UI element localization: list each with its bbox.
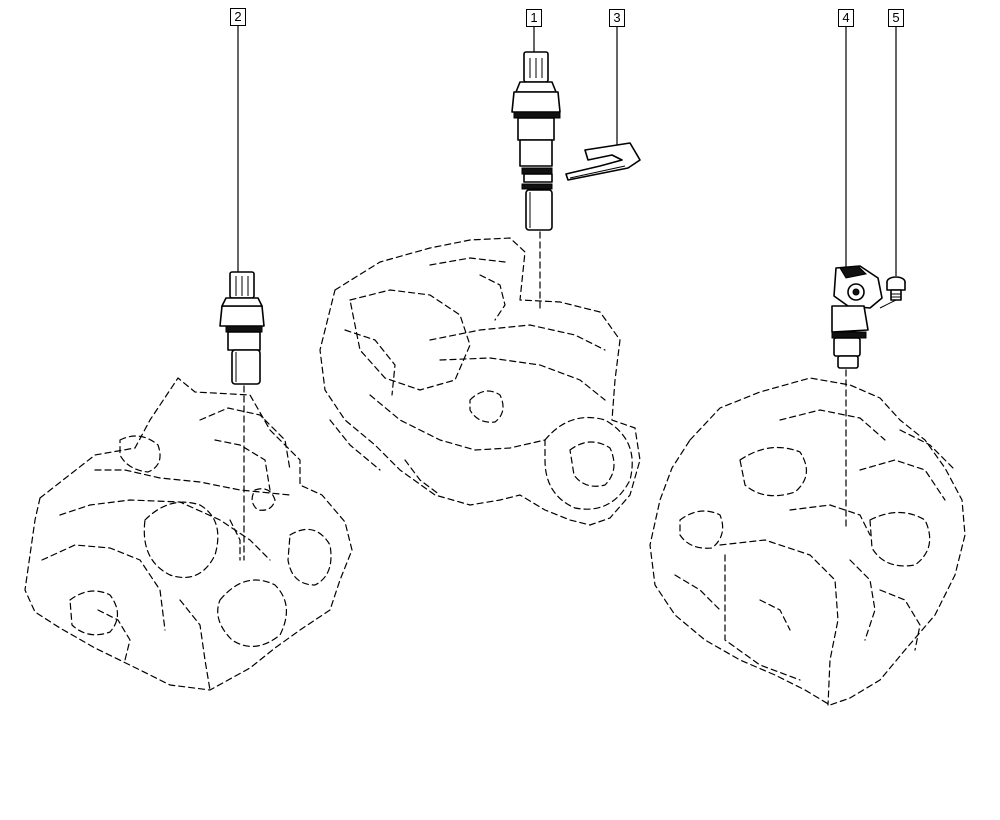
part-5-bolt — [886, 276, 906, 301]
part-1-sensor — [511, 51, 561, 231]
callout-3: 3 — [609, 9, 625, 27]
part-3-clip — [565, 142, 641, 181]
callout-1: 1 — [526, 9, 542, 27]
part-4-sensor — [831, 265, 883, 369]
gearbox-right-outline — [649, 377, 966, 706]
part-2-sensor — [219, 271, 265, 385]
gearbox-center-outline — [319, 237, 641, 526]
callout-4: 4 — [838, 9, 854, 27]
leader-lines — [237, 26, 897, 561]
callout-5: 5 — [888, 9, 904, 27]
gearbox-left-outline — [24, 377, 353, 691]
callout-2: 2 — [230, 8, 246, 26]
